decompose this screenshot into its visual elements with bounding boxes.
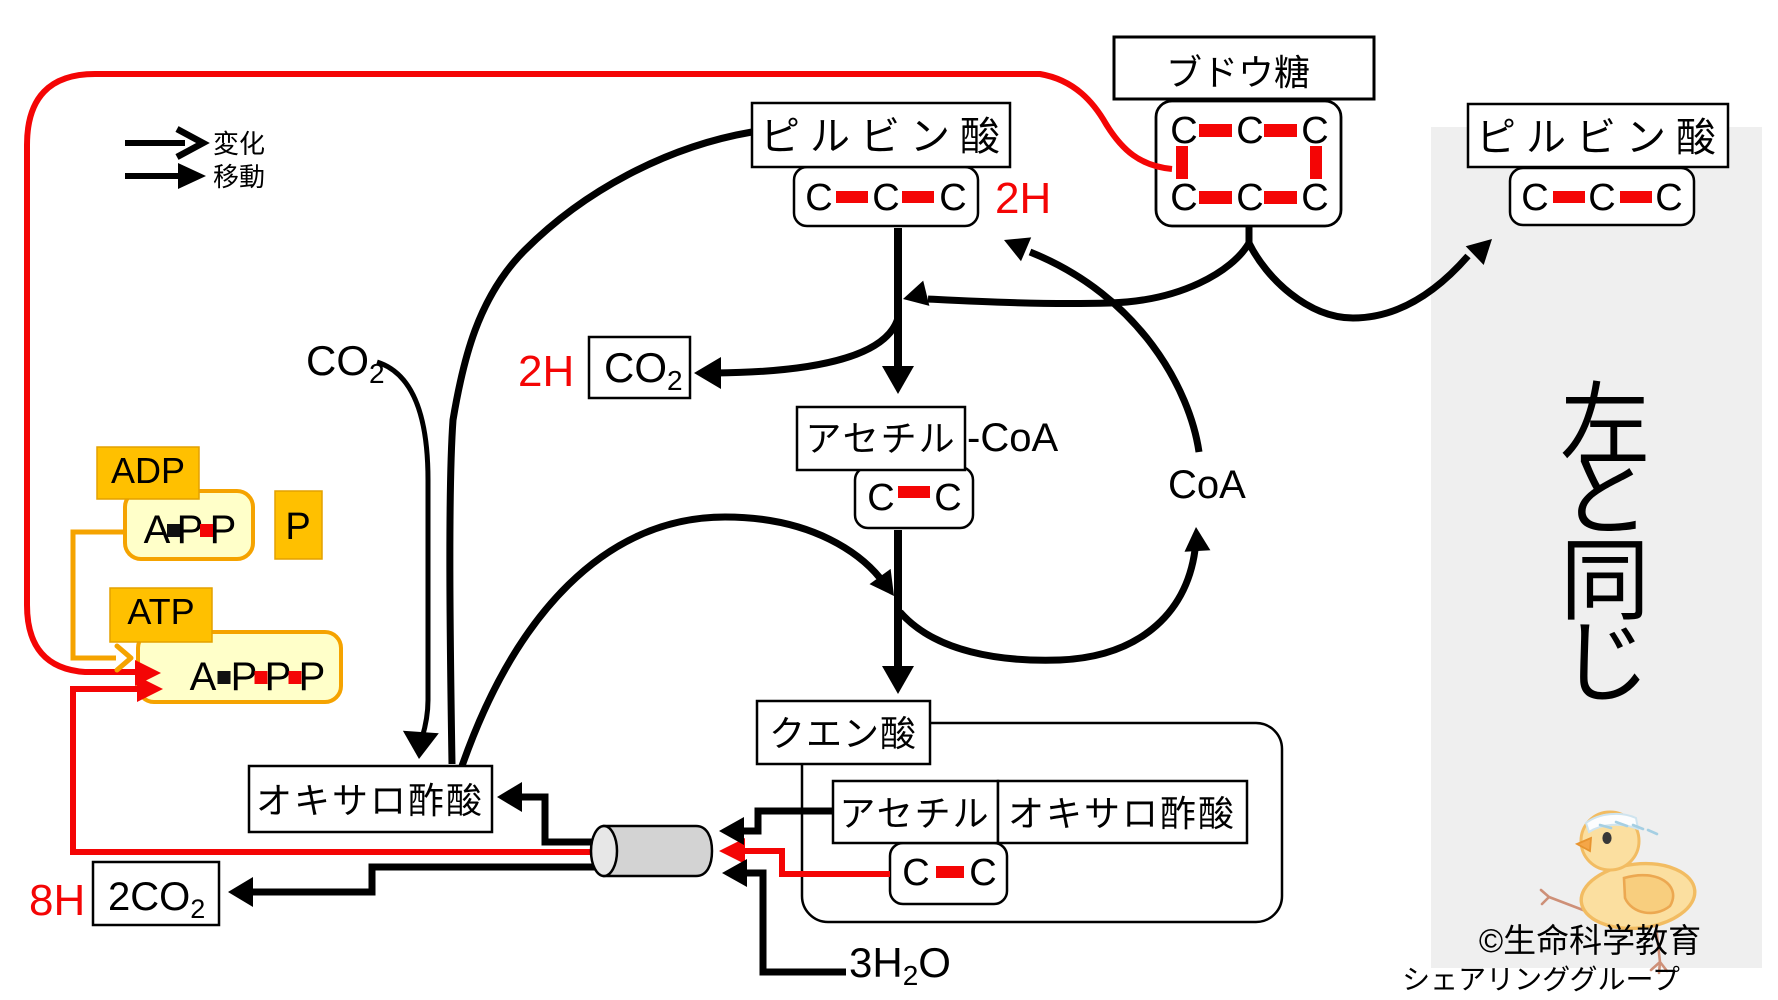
svg-text:シェアリンググループ: シェアリンググループ bbox=[1402, 964, 1680, 995]
svg-text:C: C bbox=[1236, 110, 1263, 152]
svg-text:P: P bbox=[265, 655, 292, 699]
svg-text:2CO2: 2CO2 bbox=[108, 875, 205, 924]
svg-text:A: A bbox=[144, 508, 171, 552]
svg-text:CO2: CO2 bbox=[306, 337, 385, 389]
svg-text:C: C bbox=[867, 477, 894, 519]
svg-text:アセチル: アセチル bbox=[839, 793, 990, 834]
svg-text:C: C bbox=[1588, 177, 1615, 219]
svg-text:ATP: ATP bbox=[127, 591, 194, 632]
svg-text:クエン酸: クエン酸 bbox=[769, 713, 917, 754]
svg-text:C: C bbox=[1655, 177, 1682, 219]
svg-text:C: C bbox=[1170, 110, 1197, 152]
svg-text:オキサロ酢酸: オキサロ酢酸 bbox=[256, 780, 484, 821]
svg-text:C: C bbox=[1170, 177, 1197, 219]
svg-text:3H2O: 3H2O bbox=[849, 939, 951, 991]
svg-text:左: 左 bbox=[1560, 376, 1650, 476]
svg-text:P: P bbox=[231, 655, 258, 699]
svg-text:C: C bbox=[1301, 110, 1328, 152]
svg-text:C: C bbox=[805, 177, 832, 219]
svg-text:ピルビン酸: ピルビン酸 bbox=[760, 115, 1010, 159]
svg-text:P: P bbox=[285, 506, 310, 548]
svg-text:CoA: CoA bbox=[1168, 463, 1246, 507]
svg-text:2H: 2H bbox=[518, 347, 574, 396]
svg-text:C: C bbox=[1521, 177, 1548, 219]
svg-text:8H: 8H bbox=[29, 876, 85, 925]
svg-text:ピルビン酸: ピルビン酸 bbox=[1476, 116, 1726, 160]
svg-text:C: C bbox=[969, 852, 996, 894]
svg-text:じ: じ bbox=[1560, 614, 1650, 714]
svg-text:C: C bbox=[1301, 177, 1328, 219]
svg-text:C: C bbox=[934, 477, 961, 519]
svg-text:C: C bbox=[1236, 177, 1263, 219]
svg-text:ブドウ糖: ブドウ糖 bbox=[1166, 52, 1310, 93]
svg-text:P: P bbox=[177, 508, 204, 552]
svg-text:ADP: ADP bbox=[111, 450, 185, 491]
svg-text:C: C bbox=[939, 177, 966, 219]
svg-text:2H: 2H bbox=[995, 174, 1051, 223]
svg-text:アセチル: アセチル bbox=[805, 418, 956, 459]
svg-text:同: 同 bbox=[1560, 532, 1650, 632]
svg-text:©生命科学教育: ©生命科学教育 bbox=[1479, 922, 1701, 959]
svg-text:C: C bbox=[872, 177, 899, 219]
svg-text:変化: 変化 bbox=[213, 129, 265, 159]
svg-text:オキサロ酢酸: オキサロ酢酸 bbox=[1008, 793, 1236, 834]
svg-text:と: と bbox=[1560, 448, 1650, 548]
svg-text:-CoA: -CoA bbox=[967, 416, 1058, 460]
svg-text:移動: 移動 bbox=[213, 162, 265, 192]
svg-text:C: C bbox=[902, 852, 929, 894]
svg-text:P: P bbox=[210, 508, 237, 552]
svg-text:A: A bbox=[190, 655, 217, 699]
svg-text:P: P bbox=[299, 655, 326, 699]
